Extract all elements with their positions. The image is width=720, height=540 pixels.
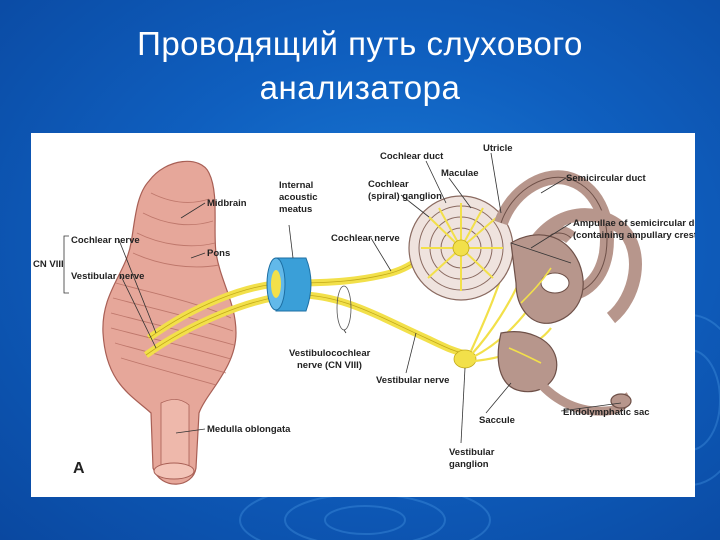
slide-title-line-1: Проводящий путь слухового bbox=[137, 25, 583, 62]
auditory-pathway-figure: Midbrain Pons Medulla oblongata CN VIII … bbox=[31, 133, 695, 497]
panel-letter: A bbox=[73, 460, 85, 477]
anatomy-illustration: Midbrain Pons Medulla oblongata CN VIII … bbox=[33, 143, 695, 485]
cochlea-drawing bbox=[408, 195, 514, 301]
label-cochlear-nerve-mid: Cochlear nerve bbox=[331, 233, 400, 244]
label-internal-meatus-line-2: acoustic bbox=[279, 192, 318, 203]
label-vestibular-nerve-left: Vestibular nerve bbox=[71, 271, 144, 282]
label-cochlear-ganglion-line-1: Cochlear bbox=[368, 179, 409, 190]
label-endolymphatic-sac: Endolymphatic sac bbox=[563, 407, 650, 418]
label-cochlear-duct: Cochlear duct bbox=[380, 151, 444, 162]
label-vestibular-ganglion-line-2: ganglion bbox=[449, 459, 489, 470]
nerve-section-ring bbox=[336, 285, 352, 331]
slide-title-line-2: анализатора bbox=[259, 69, 461, 106]
label-cochlear-ganglion-line-2: (spiral) ganglion bbox=[368, 191, 442, 202]
label-cochlear-nerve-left: Cochlear nerve bbox=[71, 235, 140, 246]
label-utricle: Utricle bbox=[483, 143, 513, 154]
label-pons: Pons bbox=[207, 248, 230, 259]
label-vestibular-ganglion-line-1: Vestibular bbox=[449, 447, 495, 458]
label-saccule: Saccule bbox=[479, 415, 515, 426]
medulla-olive bbox=[160, 399, 190, 474]
label-ampullae-line-1: Ampullae of semicircular ducts bbox=[573, 218, 695, 229]
label-medulla-oblongata: Medulla oblongata bbox=[207, 424, 291, 435]
label-internal-meatus-line-1: Internal bbox=[279, 180, 313, 191]
label-maculae: Maculae bbox=[441, 168, 479, 179]
label-midbrain: Midbrain bbox=[207, 198, 247, 209]
slide-title: Проводящий путь слухового анализатора bbox=[0, 22, 720, 110]
label-semicircular-duct: Semicircular duct bbox=[566, 173, 647, 184]
label-vestibular-nerve-bottom: Vestibular nerve bbox=[376, 375, 449, 386]
label-vestibulocochlear-line-2: nerve (CN VIII) bbox=[297, 360, 362, 371]
label-vestibulocochlear-line-1: Vestibulocochlear bbox=[289, 348, 371, 359]
spinal-cut bbox=[153, 462, 195, 480]
label-ampullae-line-2: (containing ampullary crests) bbox=[573, 230, 695, 241]
internal-acoustic-meatus-shape bbox=[266, 257, 312, 312]
label-internal-meatus-line-3: meatus bbox=[279, 204, 312, 215]
label-cn-viii: CN VIII bbox=[33, 259, 64, 270]
labyrinth-drawing bbox=[494, 170, 642, 416]
leader-lines bbox=[63, 152, 622, 444]
